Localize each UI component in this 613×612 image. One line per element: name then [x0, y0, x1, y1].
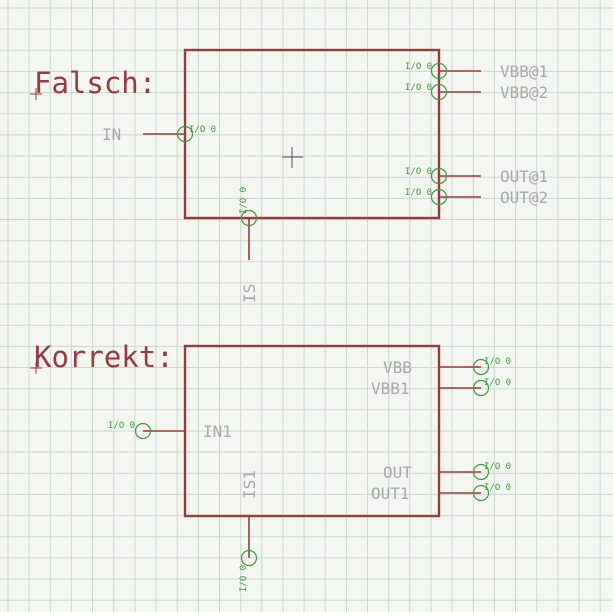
wrong-symbol-body[interactable] — [183, 48, 441, 220]
pin-label: I/O 0 — [108, 421, 135, 431]
correct-name-out: OUT — [383, 463, 412, 482]
correct-pin-is1[interactable]: I/O 0 — [239, 516, 258, 592]
correct-example: Korrekt: I/O 0 IN1 I/O 0 VBB I/O 0 VBB1 — [30, 340, 511, 592]
pin-label: I/O 0 — [405, 188, 432, 198]
correct-name-out1: OUT1 — [371, 484, 410, 503]
pin-label: I/O 0 — [405, 83, 432, 93]
wrong-pin-vbb1[interactable]: I/O 0 — [405, 62, 481, 80]
correct-pin-vbb1[interactable]: I/O 0 — [439, 378, 511, 397]
pin-label: I/O 0 — [484, 483, 511, 493]
pin-label: I/O 0 — [239, 565, 249, 592]
wrong-pin-in[interactable]: I/O 0 — [143, 125, 216, 143]
correct-name-is1: IS1 — [240, 470, 259, 499]
pin-label: I/O 0 — [484, 378, 511, 388]
correct-heading: Korrekt: — [34, 340, 174, 374]
wrong-pin-out2[interactable]: I/O 0 — [405, 188, 481, 206]
correct-pin-out[interactable]: I/O 0 — [439, 462, 511, 481]
wrong-name-out1: OUT@1 — [500, 167, 548, 186]
pin-label: I/O 0 — [484, 462, 511, 472]
pin-label: I/O 0 — [405, 167, 432, 177]
correct-name-vbb: VBB — [383, 358, 412, 377]
wrong-name-is: IS — [240, 284, 259, 303]
pin-label: I/O 0 — [484, 357, 511, 367]
correct-name-in1: IN1 — [203, 422, 232, 441]
wrong-heading: Falsch: — [34, 66, 156, 100]
wrong-example: Falsch: I/O 0 IN I/O 0 VBB@1 I/O 0 VBB@ — [30, 48, 548, 303]
wrong-name-in: IN — [102, 125, 121, 144]
wrong-pin-is[interactable]: I/O 0 — [239, 187, 258, 260]
wrong-name-vbb2: VBB@2 — [500, 83, 548, 102]
pin-label: I/O 0 — [239, 187, 249, 214]
correct-pin-in1[interactable]: I/O 0 — [108, 421, 185, 440]
symbol-origin-cross — [282, 147, 303, 168]
correct-pin-out1[interactable]: I/O 0 — [439, 483, 511, 502]
wrong-name-out2: OUT@2 — [500, 188, 548, 207]
pin-label: I/O 0 — [405, 62, 432, 72]
correct-name-vbb1: VBB1 — [371, 379, 410, 398]
pin-label: I/O 0 — [189, 125, 216, 135]
correct-pin-vbb[interactable]: I/O 0 — [439, 357, 511, 376]
wrong-name-vbb1: VBB@1 — [500, 62, 548, 81]
wrong-pin-vbb2[interactable]: I/O 0 — [405, 83, 481, 101]
wrong-pin-out1[interactable]: I/O 0 — [405, 167, 481, 185]
